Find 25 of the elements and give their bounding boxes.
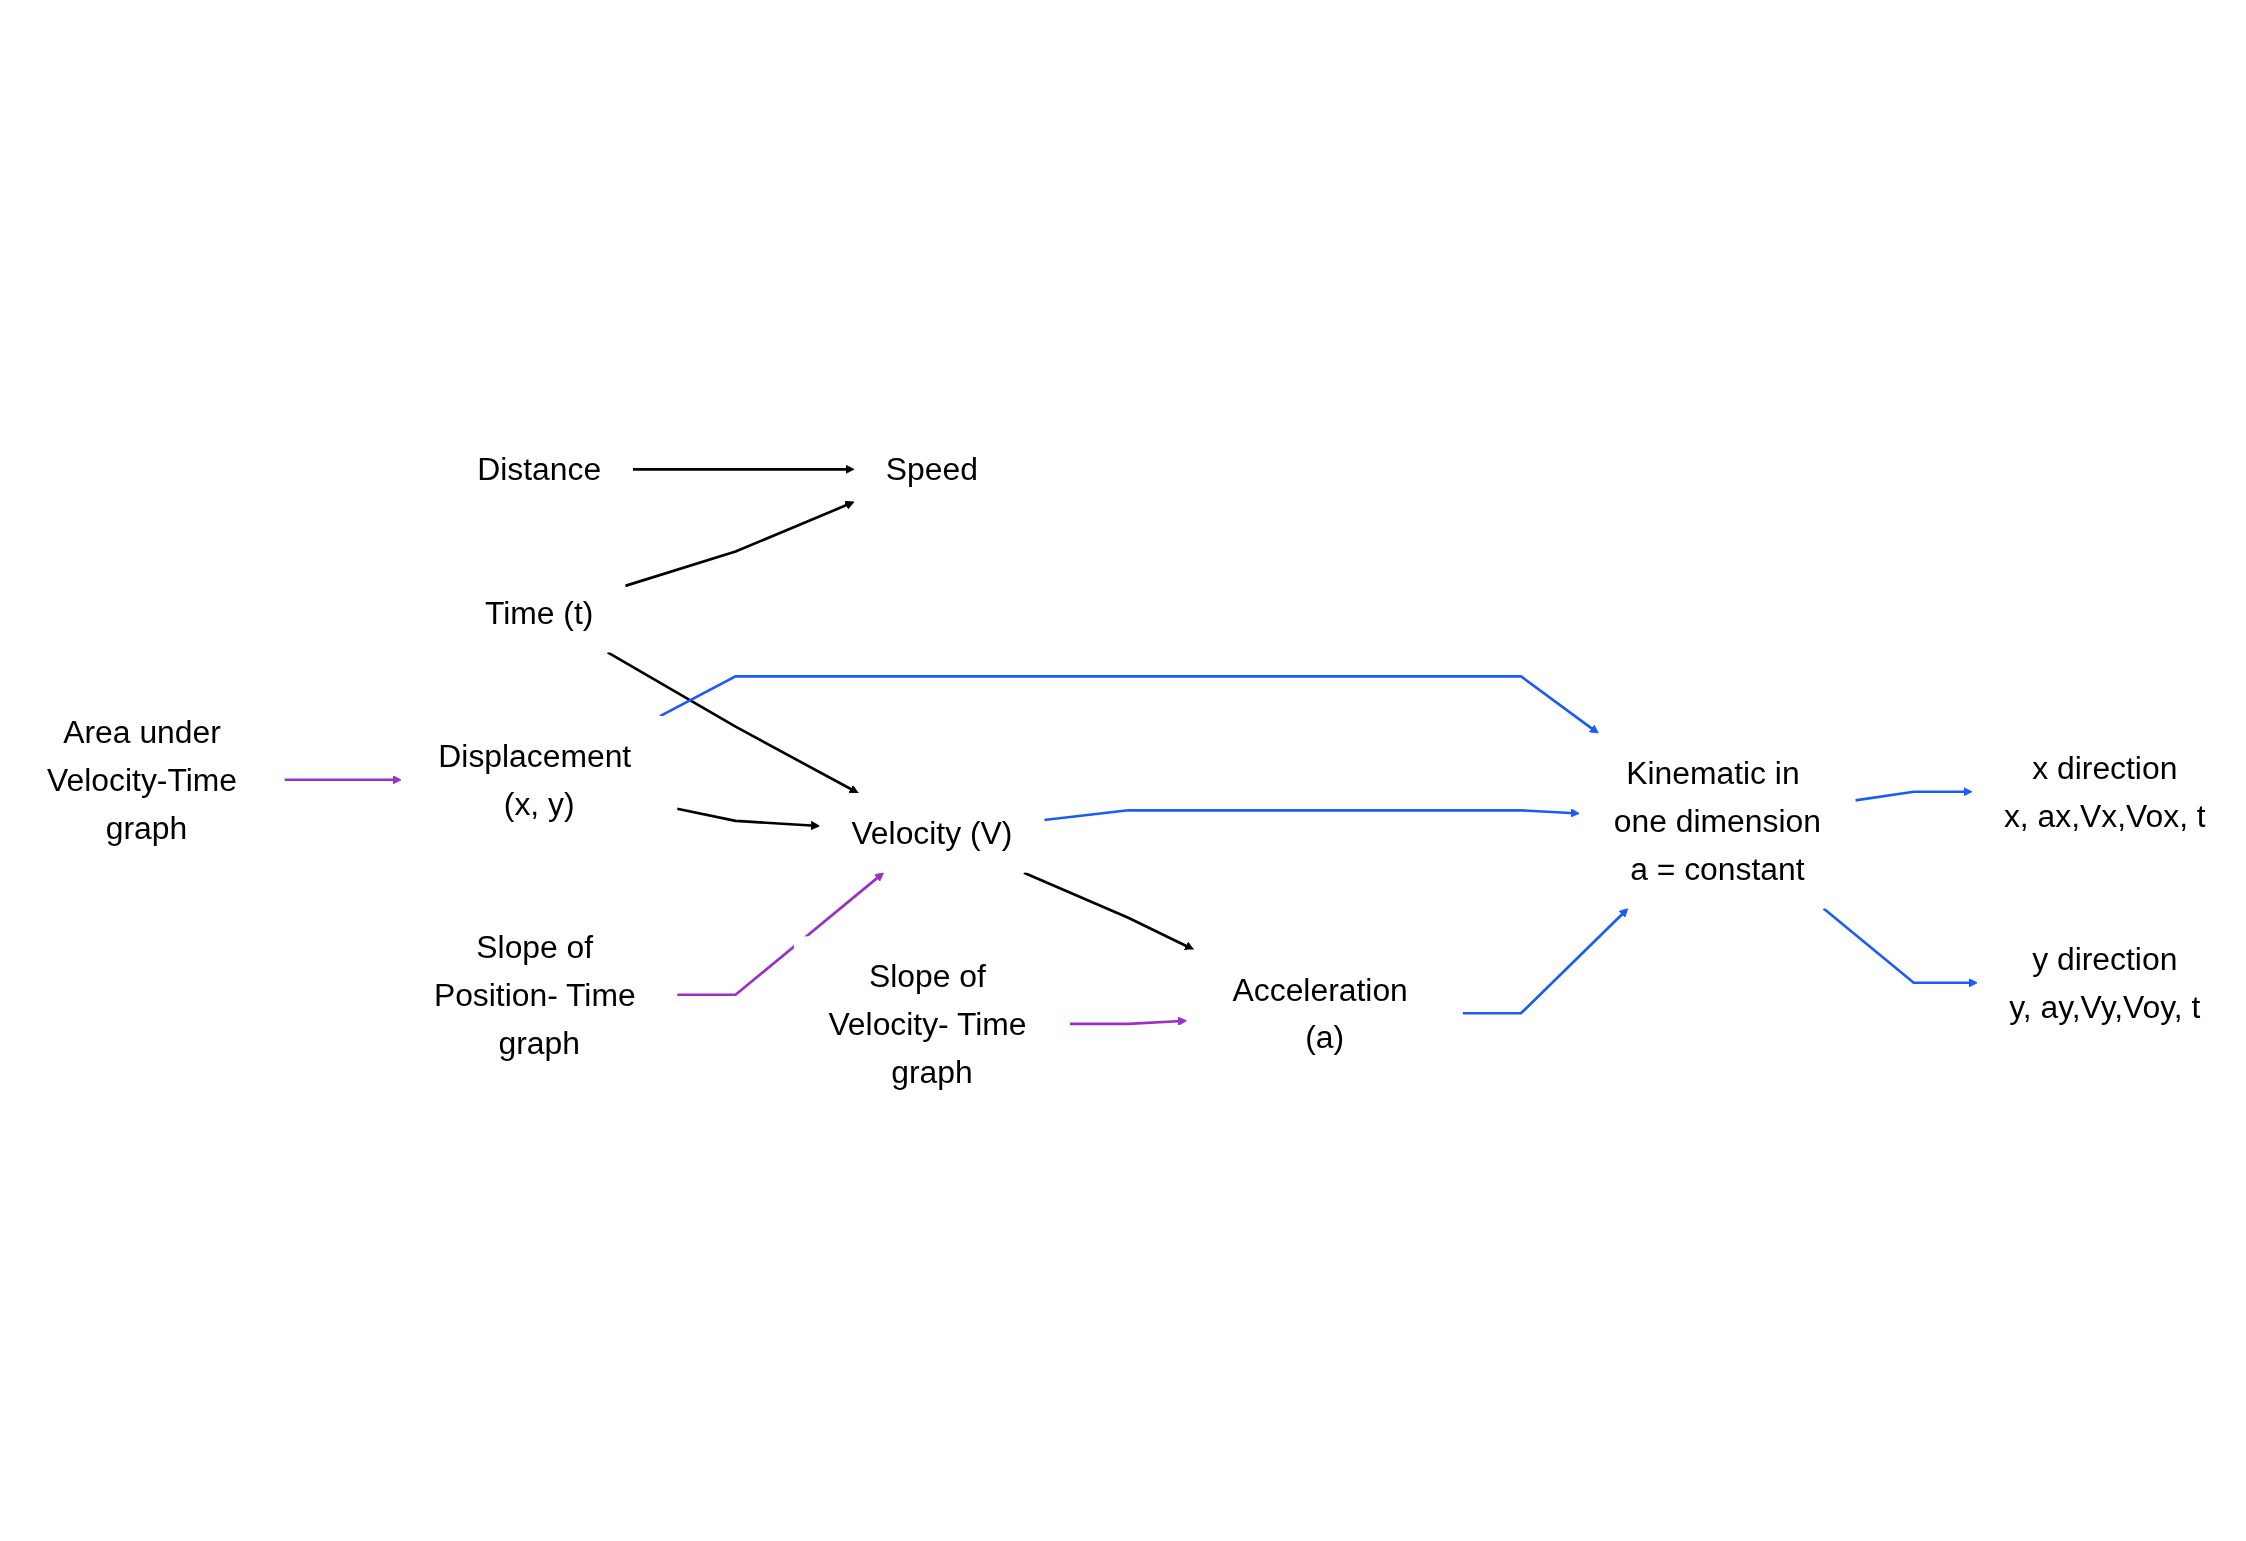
arrow: [607, 651, 859, 794]
arrow: [624, 500, 855, 588]
arrow: [1462, 908, 1629, 1015]
node-text: Kinematic in one dimension a = constant: [1613, 755, 1821, 887]
node-text: Displacement (x, y): [438, 738, 632, 822]
node-text: Distance: [477, 451, 602, 487]
node-text: Area under Velocity-Time graph: [47, 714, 238, 846]
arrow: [659, 674, 1599, 734]
arrow: [677, 872, 885, 997]
arrow: [632, 464, 855, 474]
node-text: Acceleration (a): [1232, 971, 1408, 1055]
node-text: Speed: [885, 451, 978, 487]
arrow: [1023, 871, 1195, 951]
node-text: Time (t): [484, 595, 594, 631]
node-text: Slope of Position- Time graph: [433, 929, 636, 1060]
node-text: y direction y, ay,Vy,Voy, t: [2009, 941, 2201, 1025]
arrow: [284, 775, 402, 785]
node-text: x direction x, ax,Vx,Vox, t: [2003, 750, 2206, 834]
node-text: Velocity (V): [851, 815, 1013, 851]
node-text: Slope of Velocity- Time graph: [828, 958, 1027, 1090]
arrow: [676, 807, 820, 831]
arrow: [1855, 787, 1973, 802]
arrow: [1822, 907, 1978, 988]
arrow: [1069, 1016, 1188, 1026]
arrow: [1044, 808, 1580, 822]
